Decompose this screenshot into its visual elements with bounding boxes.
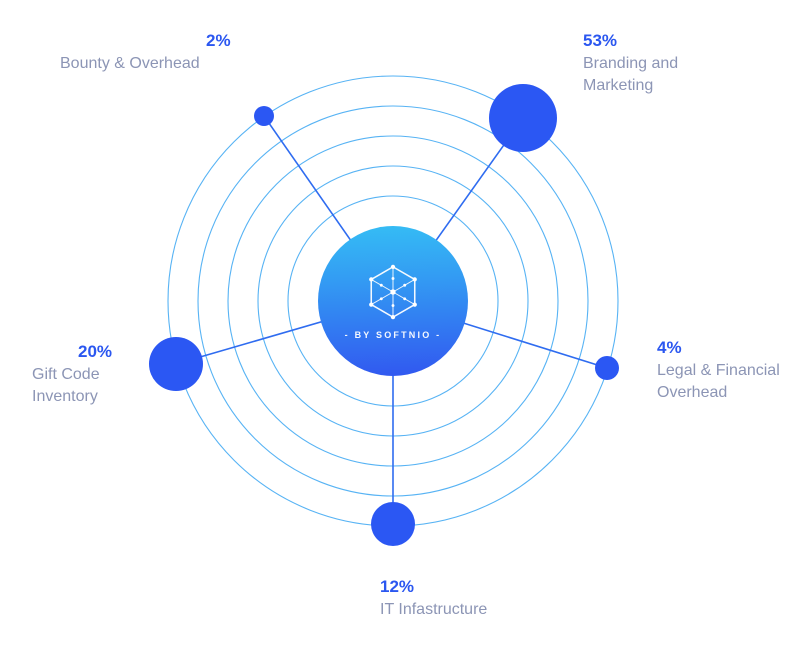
- label-it-percent: 12%: [380, 577, 415, 596]
- label-gift-percent: 20%: [78, 342, 113, 361]
- node-branding-dot: [489, 84, 557, 152]
- center-caption: - BY SOFTNIO -: [344, 329, 442, 340]
- node-bounty-dot: [254, 106, 274, 126]
- center-logo-circle: - BY SOFTNIO -: [318, 226, 468, 376]
- label-legal-name: Legal & Financial Overhead: [657, 362, 780, 401]
- allocation-nodes: [149, 84, 619, 546]
- label-it-name: IT Infastructure: [380, 601, 488, 618]
- softnio-hex-icon: [369, 264, 417, 319]
- label-gift-name: Gift Code Inventory: [32, 366, 100, 405]
- label-bounty-percent: 2%: [206, 31, 231, 50]
- node-it-dot: [371, 502, 415, 546]
- label-legal-percent: 4%: [657, 338, 682, 357]
- label-bounty-name: Bounty & Overhead: [60, 55, 200, 72]
- node-gift-dot: [149, 337, 203, 391]
- label-branding-percent: 53%: [583, 31, 618, 50]
- node-legal-dot: [595, 356, 619, 380]
- label-branding-name: Branding and Marketing: [583, 55, 679, 94]
